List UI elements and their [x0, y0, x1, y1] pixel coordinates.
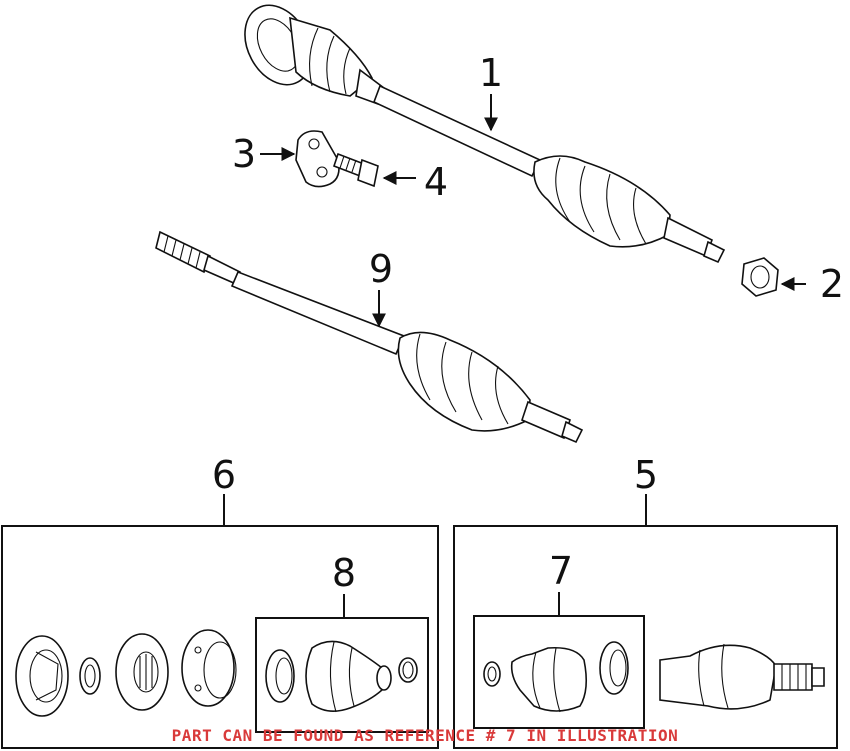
callout-2: 2: [820, 262, 844, 306]
callout-3: 3: [232, 132, 256, 176]
bracket-plate: [295, 130, 340, 188]
kit-5-parts: [483, 641, 825, 713]
callout-7: 7: [549, 549, 573, 593]
callout-6: 6: [212, 453, 236, 497]
kit-6-parts: [15, 629, 418, 717]
kit-box-7: [473, 615, 645, 729]
callout-4: 4: [424, 160, 448, 204]
kit-box-5: [453, 525, 838, 749]
bolt: [332, 152, 379, 188]
callout-1: 1: [479, 51, 503, 95]
callout-5: 5: [634, 453, 658, 497]
drive-axle-lower: [155, 230, 584, 444]
kit-box-6: [1, 525, 439, 749]
axle-nut: [741, 257, 779, 297]
reference-note: PART CAN BE FOUND AS REFERENCE # 7 IN IL…: [172, 726, 679, 745]
drive-axle-upper: [244, 4, 726, 264]
kit-box-8: [255, 617, 429, 733]
callout-9: 9: [369, 247, 393, 291]
callout-8: 8: [332, 551, 356, 595]
